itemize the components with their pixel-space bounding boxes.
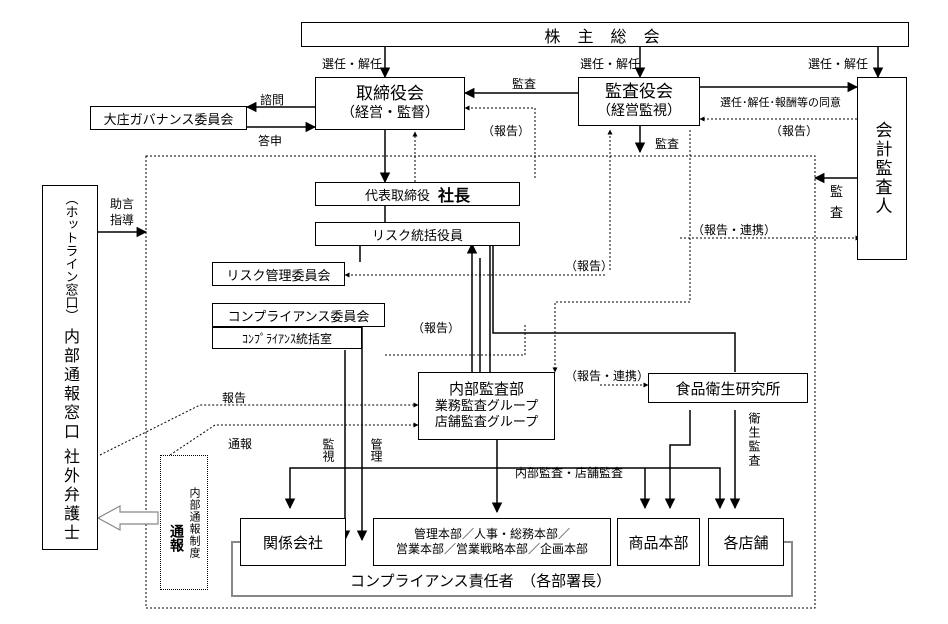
monitor-label: 監視	[321, 438, 335, 462]
elect-label: 選任・解任	[580, 57, 641, 71]
audit-board-title: 監査役会	[605, 82, 673, 103]
audit-label: 監査	[655, 137, 680, 151]
elect-label: 選任・解任	[322, 57, 383, 71]
report-link-label: （報告・連携）	[565, 369, 650, 383]
risk-committee-label: リスク管理委員会	[226, 268, 331, 284]
internal-store-audit-label: 内部監査・店舗監査	[515, 466, 624, 480]
compliance-office-box: ｺﾝﾌﾟﾗｲｱﾝｽ統括室	[212, 327, 362, 349]
hygiene-audit-label: 衛生監査	[747, 412, 761, 468]
president-prefix: 代表取締役	[364, 188, 430, 204]
headquarters-box: 管理本部／人事・総務本部／ 営業本部／営業戦略本部／企画本部	[373, 518, 611, 566]
compliance-committee-label: コンプライアンス委員会	[227, 309, 370, 325]
merchandise-division-box: 商品本部	[617, 518, 700, 566]
report-label: （報告）	[565, 259, 614, 273]
consult-label: 諮問	[260, 93, 285, 107]
governance-committee-box: 大庄ガバナンス委員会	[90, 106, 247, 130]
hotline-label: （ホットライン窓口）	[62, 192, 78, 322]
board-of-directors-box: 取締役会 （経営・監督）	[315, 77, 465, 130]
audit-board-box: 監査役会 （経営監視）	[578, 77, 700, 126]
board-title: 取締役会	[356, 84, 424, 105]
elect-label: 選任・解任	[808, 57, 869, 71]
affiliates-box: 関係会社	[240, 518, 346, 566]
headquarters-line1: 管理本部／人事・総務本部／	[413, 527, 570, 541]
operations-audit-group: 業務監査グループ	[434, 399, 539, 415]
compliance-committee-box: コンプライアンス委員会	[212, 303, 385, 327]
audit-label: 監査	[512, 77, 537, 91]
internal-audit-title: 内部監査部	[448, 380, 524, 399]
notify-label: 通報	[228, 437, 253, 451]
whistle-system-label: 内部通報制度	[188, 486, 201, 559]
shareholders-meeting-label: 株 主 総 会	[544, 26, 666, 46]
reply-label: 答申	[258, 134, 283, 148]
president-title: 社長	[438, 186, 471, 205]
whistle-desk-label: 内部通報窓口	[61, 328, 80, 442]
risk-officer-box: リスク統括役員	[315, 222, 520, 246]
outside-lawyer-box: 社外弁護士 内部通報窓口 （ホットライン窓口）	[42, 185, 98, 550]
compliance-owner-label: コンプライアンス責任者 （各部署長）	[350, 572, 612, 590]
board-subtitle: （経営・監督）	[341, 105, 439, 122]
risk-officer-label: リスク統括役員	[371, 228, 463, 244]
headquarters-line2: 営業本部／営業戦略本部／企画本部	[395, 542, 588, 556]
compliance-office-label: ｺﾝﾌﾟﾗｲｱﾝｽ統括室	[241, 331, 332, 346]
internal-audit-box: 内部監査部 業務監査グループ 店舗監査グループ	[418, 372, 555, 440]
merchandise-division-label: 商品本部	[628, 533, 689, 552]
external-auditor-label: 会計監査人	[871, 121, 892, 216]
store-audit-group: 店舗監査グループ	[434, 415, 539, 431]
president-box: 代表取締役 社長	[315, 182, 520, 206]
food-hygiene-lab-label: 食品衛生研究所	[675, 379, 781, 398]
guidance-label: 指導	[110, 213, 135, 227]
elect-consent-label: 選任･解任･報酬等の同意	[720, 96, 841, 109]
report-link-label: （報告・連携）	[692, 223, 777, 237]
external-auditor-box: 会計監査人	[857, 77, 907, 260]
affiliates-label: 関係会社	[262, 533, 323, 552]
stores-label: 各店舗	[723, 533, 769, 552]
audit-label: 査	[830, 206, 844, 221]
outside-lawyer-label: 社外弁護士	[61, 448, 80, 543]
audit-label: 監	[830, 185, 844, 200]
governance-committee-label: 大庄ガバナンス委員会	[103, 112, 234, 128]
report-label: （報告）	[770, 124, 819, 138]
advice-label: 助言	[110, 197, 135, 211]
report-label: （報告）	[412, 321, 461, 335]
audit-board-subtitle: （経営監視）	[597, 103, 681, 120]
shareholders-meeting-box: 株 主 総 会	[301, 22, 909, 47]
stores-box: 各店舗	[708, 518, 784, 566]
whistle-system-box: 内部通報制度 通報	[160, 455, 208, 590]
report-label: 報告	[222, 391, 247, 405]
report-label: （報告）	[482, 124, 531, 138]
food-hygiene-lab-box: 食品衛生研究所	[648, 373, 808, 403]
manage-label: 管理	[369, 438, 383, 462]
risk-committee-box: リスク管理委員会	[212, 262, 345, 286]
whistle-label: 通報	[168, 523, 184, 552]
